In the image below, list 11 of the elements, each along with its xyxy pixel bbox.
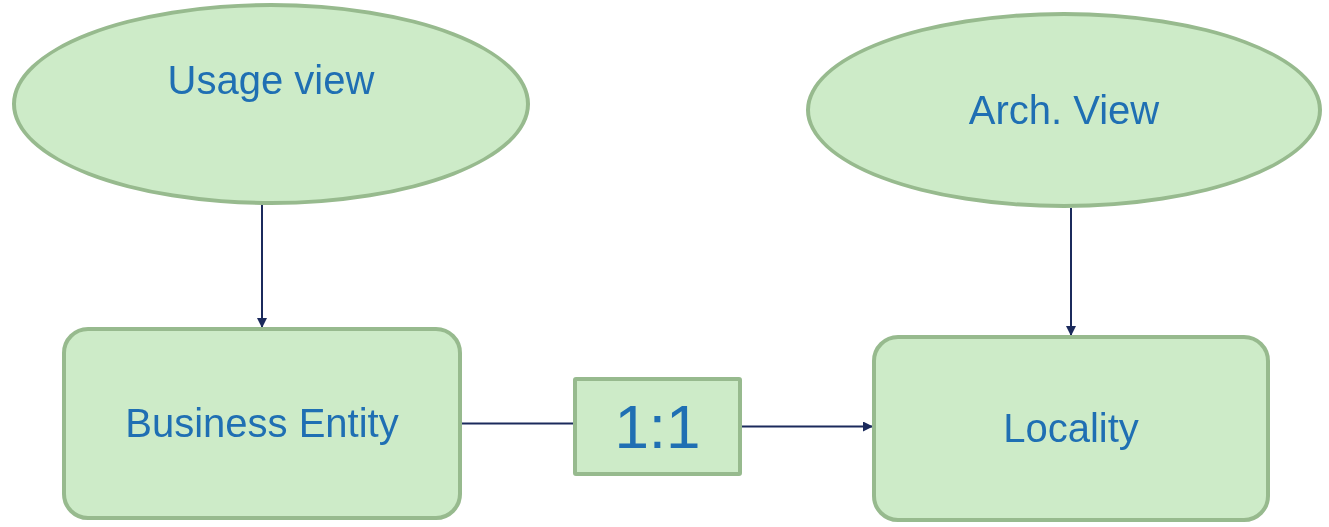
ratio-box bbox=[573, 377, 742, 476]
arrow bbox=[1066, 206, 1076, 336]
node-label: Arch. View bbox=[968, 87, 1160, 133]
process-box bbox=[872, 335, 1270, 522]
process-box bbox=[62, 327, 462, 520]
node-label: Locality bbox=[1003, 406, 1139, 451]
node-label: 1:1 bbox=[614, 391, 701, 462]
node-label: Usage view bbox=[167, 57, 375, 103]
arrow bbox=[741, 421, 873, 432]
arrow bbox=[257, 203, 267, 328]
node-label: Business Entity bbox=[125, 401, 399, 446]
